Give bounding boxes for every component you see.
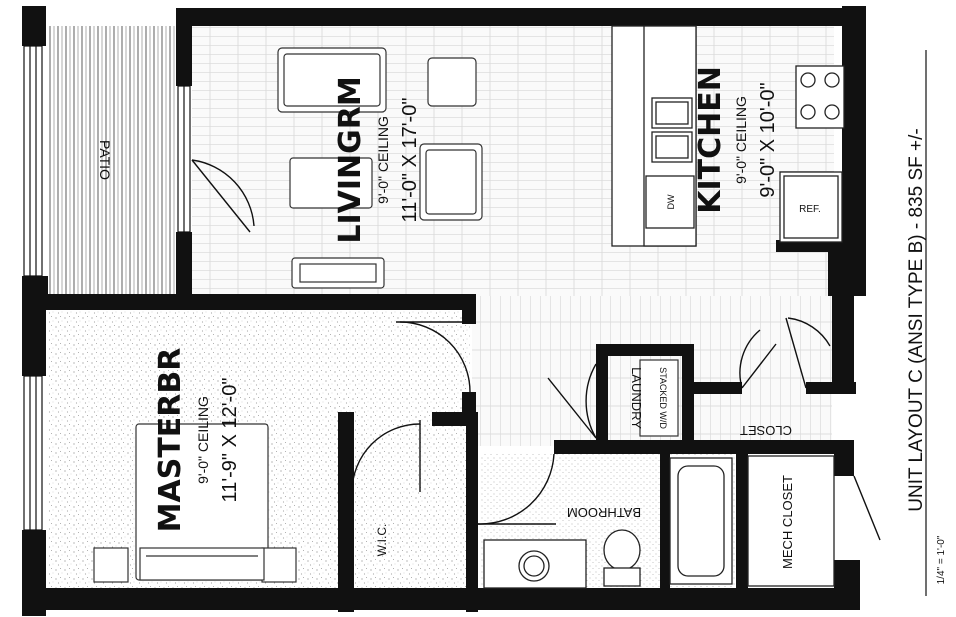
closet-label: CLOSET (740, 423, 792, 438)
living-furniture (277, 47, 483, 289)
refrigerator-label: REF. (799, 204, 821, 215)
master-ceiling: 9'-0" CEILING (195, 396, 211, 484)
patio-floor (48, 26, 176, 294)
living-floor (192, 24, 598, 296)
stacked-washer-dryer (639, 359, 679, 437)
kitchen-fixtures (611, 25, 845, 247)
bathroom-label: BATHROOM (567, 505, 641, 520)
wic-floor (352, 424, 472, 588)
mech-closet-label: MECH CLOSET (780, 475, 795, 569)
dishwasher-label: DW (666, 194, 676, 209)
windows (23, 45, 191, 531)
scale-note: 1/4" = 1'-0" (936, 535, 947, 584)
living-size: 11'-0" X 17'-0" (399, 98, 421, 223)
patio-label: PATIO (97, 140, 113, 180)
laundry-label: LAUNDRY (629, 367, 644, 429)
bath-fixtures (483, 455, 835, 589)
master-furniture (93, 423, 297, 583)
washer-dryer-label: STACKED W/D (658, 367, 668, 429)
walls (22, 6, 866, 616)
living-ceiling: 9'-0" CEILING (375, 116, 391, 204)
kitchen-ceiling: 9'-0" CEILING (733, 96, 749, 184)
master-size: 11'-9" X 12'-0" (219, 378, 241, 503)
kitchen-size: 9'-0" X 10'-0" (757, 82, 779, 197)
master-name: MASTERBR (153, 348, 188, 533)
wic-label: W.I.C. (375, 524, 389, 557)
kitchen-name: KITCHEN (693, 66, 728, 214)
doors (191, 159, 881, 541)
living-name: LIVINGRM (333, 76, 368, 243)
plan-title: UNIT LAYOUT C (ANSI TYPE B) - 835 SF +/- (906, 128, 927, 511)
